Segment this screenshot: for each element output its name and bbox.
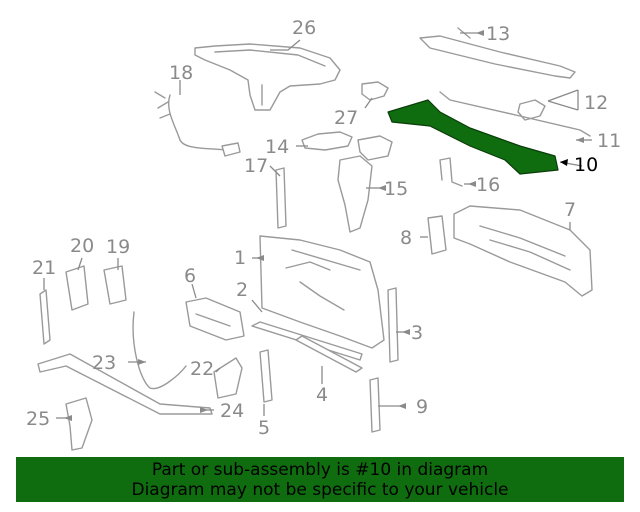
callout-25: 25 — [26, 408, 50, 430]
callout-9: 9 — [416, 396, 428, 418]
part-17-bar — [275, 167, 287, 229]
part-7-deflector — [453, 205, 593, 297]
part-27-bracket — [361, 81, 389, 101]
callout-10: 10 — [574, 154, 598, 176]
callout-labels: 26 18 27 14 13 12 11 10 15 16 17 7 8 1 2… — [26, 17, 621, 439]
callout-14: 14 — [265, 136, 289, 158]
callout-17: 17 — [244, 155, 268, 177]
callout-2: 2 — [236, 279, 248, 301]
callout-12: 12 — [584, 92, 608, 114]
callout-23: 23 — [92, 352, 116, 374]
callout-4: 4 — [316, 384, 328, 406]
part-6-module — [185, 297, 245, 341]
info-banner: Part or sub-assembly is #10 in diagram D… — [16, 457, 624, 502]
part-22-bracket — [213, 357, 243, 399]
callout-26: 26 — [292, 17, 316, 39]
callout-11: 11 — [597, 130, 621, 152]
callout-18: 18 — [169, 62, 193, 84]
part-16-bracket — [439, 157, 463, 187]
part-24-bar — [37, 353, 213, 415]
part-5-bracket — [259, 349, 273, 403]
part-25-bracket — [65, 397, 93, 451]
callout-7: 7 — [564, 199, 576, 221]
banner-line-1: Part or sub-assembly is #10 in diagram — [151, 460, 489, 480]
part-8-clip — [427, 215, 447, 255]
callout-27: 27 — [334, 107, 358, 129]
callout-16: 16 — [476, 174, 500, 196]
callout-8: 8 — [400, 227, 412, 249]
callout-22: 22 — [190, 358, 214, 380]
part-10-highlighted-shield — [387, 99, 559, 175]
part-19-20-21 — [39, 265, 127, 345]
callout-24: 24 — [220, 400, 244, 422]
part-9-bracket — [369, 377, 381, 433]
part-14-hinge — [301, 131, 353, 151]
part-1-radiator-support — [259, 235, 385, 349]
callout-13: 13 — [486, 23, 510, 45]
banner-line-2: Diagram may not be specific to your vehi… — [131, 480, 509, 500]
part-18-release-cable — [154, 91, 241, 157]
arrowheads — [64, 30, 584, 421]
callout-5: 5 — [258, 417, 270, 439]
part-26-upper-tie-bar — [194, 43, 341, 111]
part-11-rod — [439, 91, 591, 137]
part-23-cable — [132, 311, 187, 390]
callout-20: 20 — [70, 235, 94, 257]
part-3-strip — [387, 287, 399, 363]
part-15-latch-support — [337, 135, 393, 233]
part-2-4-seals — [251, 321, 363, 373]
part-12-brackets — [517, 99, 546, 121]
callout-21: 21 — [32, 257, 56, 279]
part-10-fill — [387, 99, 559, 175]
callout-1: 1 — [234, 247, 246, 269]
callout-19: 19 — [106, 236, 130, 258]
callout-6: 6 — [184, 265, 196, 287]
callout-15: 15 — [384, 178, 408, 200]
callout-3: 3 — [411, 322, 423, 344]
